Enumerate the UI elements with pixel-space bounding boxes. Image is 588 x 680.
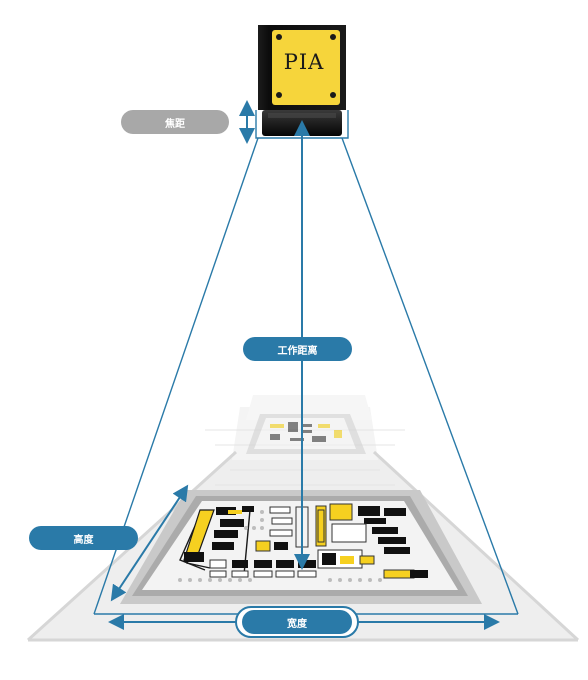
camera-label-panel xyxy=(272,30,340,105)
camera xyxy=(255,25,349,139)
far-pcb xyxy=(246,414,366,454)
camera-brand-text: PIA xyxy=(283,50,325,74)
working-distance-label: 工作距离 xyxy=(243,337,352,361)
width-label: 宽度 xyxy=(242,610,352,634)
height-label: 高度 xyxy=(29,526,138,550)
focal-length-label: 焦距 xyxy=(121,110,229,134)
height-arrow xyxy=(110,484,189,602)
